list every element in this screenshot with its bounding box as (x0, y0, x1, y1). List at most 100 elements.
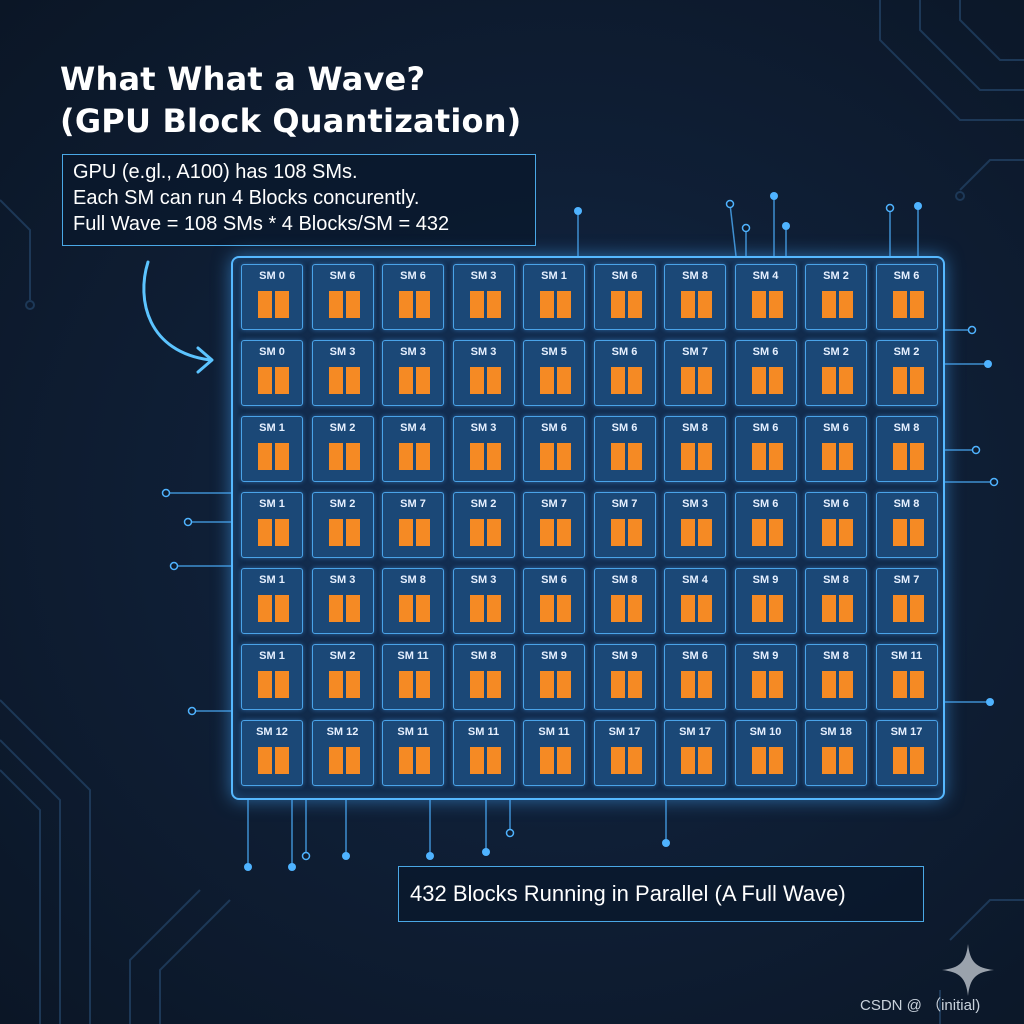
sm-label: SM 9 (541, 650, 567, 662)
thread-block (839, 291, 853, 318)
thread-block (328, 671, 343, 698)
sm-label: SM 6 (400, 270, 426, 282)
sm-cell: SM 9 (523, 644, 585, 710)
sm-cell: SM 1 (241, 492, 303, 558)
info-line-2: Each SM can run 4 Blocks concurently. (73, 187, 420, 209)
thread-block (698, 747, 712, 774)
sm-label: SM 3 (329, 346, 356, 358)
sm-cell: SM 6 (593, 264, 656, 330)
thread-block (681, 291, 695, 318)
sm-label: SM 6 (329, 270, 356, 282)
thread-block (909, 291, 924, 318)
thread-block (610, 671, 625, 698)
thread-block (610, 443, 625, 470)
sm-label: SM 9 (752, 650, 779, 662)
title-line-2: (GPU Block Quantization) (60, 102, 522, 140)
thread-block (892, 595, 907, 622)
sm-cell: SM 6 (382, 264, 444, 330)
thread-block (345, 443, 360, 470)
thread-block (681, 367, 695, 394)
thread-block (486, 595, 501, 622)
thread-block (822, 747, 836, 774)
thread-block (416, 519, 430, 546)
sm-label: SM 2 (329, 498, 356, 510)
sm-cell: SM 1 (241, 416, 303, 482)
thread-block (822, 443, 836, 470)
sm-label: SM 3 (682, 498, 708, 510)
thread-block (486, 671, 501, 698)
thread-block (258, 519, 272, 546)
thread-block (258, 595, 272, 622)
sm-label: SM 8 (611, 574, 638, 586)
sm-label: SM 8 (893, 422, 920, 434)
sm-cell: SM 3 (311, 568, 374, 634)
thread-block (610, 595, 625, 622)
thread-block (399, 443, 413, 470)
thread-block (610, 291, 625, 318)
thread-block (557, 367, 571, 394)
thread-block (698, 291, 712, 318)
thread-block (839, 671, 853, 698)
thread-block (416, 367, 430, 394)
thread-block (909, 367, 924, 394)
sm-label: SM 7 (893, 574, 920, 586)
sm-cell: SM 3 (311, 340, 374, 406)
thread-block (822, 671, 836, 698)
thread-block (416, 443, 430, 470)
thread-block (751, 291, 766, 318)
pointer-arrow-icon (142, 260, 214, 374)
sm-label: SM 6 (893, 270, 920, 282)
thread-block (399, 747, 413, 774)
caption-box: 432 Blocks Running in Parallel (A Full W… (398, 866, 924, 922)
thread-block (698, 367, 712, 394)
sm-label: SM 8 (400, 574, 426, 586)
thread-block (610, 367, 625, 394)
thread-block (698, 671, 712, 698)
thread-block (839, 443, 853, 470)
sm-cell: SM 11 (875, 644, 938, 710)
sm-label: SM 11 (538, 726, 570, 738)
sm-cell: SM 6 (734, 492, 797, 558)
sm-cell: SM 3 (452, 568, 515, 634)
sm-label: SM 11 (397, 650, 429, 662)
sm-cell: SM 11 (452, 720, 515, 786)
thread-block (822, 519, 836, 546)
sm-label: SM 8 (682, 422, 708, 434)
sm-cell: SM 8 (593, 568, 656, 634)
thread-block (892, 291, 907, 318)
thread-block (698, 443, 712, 470)
sm-label: SM 2 (329, 650, 356, 662)
thread-block (839, 519, 853, 546)
thread-block (627, 367, 642, 394)
sm-cell: SM 2 (805, 340, 867, 406)
sm-cell: SM 7 (664, 340, 726, 406)
thread-block (275, 443, 289, 470)
thread-block (258, 747, 272, 774)
sm-cell: SM 8 (664, 416, 726, 482)
thread-block (328, 747, 343, 774)
thread-block (627, 595, 642, 622)
sm-label: SM 8 (682, 270, 708, 282)
thread-block (610, 747, 625, 774)
page-title: What What a Wave? (GPU Block Quantizatio… (60, 58, 522, 142)
thread-block (486, 367, 501, 394)
thread-block (416, 291, 430, 318)
sm-cell: SM 11 (382, 720, 444, 786)
sm-label: SM 8 (893, 498, 920, 510)
sm-label: SM 6 (541, 574, 567, 586)
thread-block (275, 367, 289, 394)
thread-block (486, 291, 501, 318)
thread-block (540, 519, 554, 546)
thread-block (275, 291, 289, 318)
thread-block (681, 747, 695, 774)
thread-block (681, 595, 695, 622)
sm-label: SM 2 (329, 422, 356, 434)
sm-label: SM 6 (752, 346, 779, 358)
sm-label: SM 11 (397, 726, 429, 738)
sm-label: SM 6 (611, 346, 638, 358)
sm-cell: SM 4 (382, 416, 444, 482)
sm-cell: SM 7 (875, 568, 938, 634)
thread-block (909, 747, 924, 774)
thread-block (469, 519, 484, 546)
